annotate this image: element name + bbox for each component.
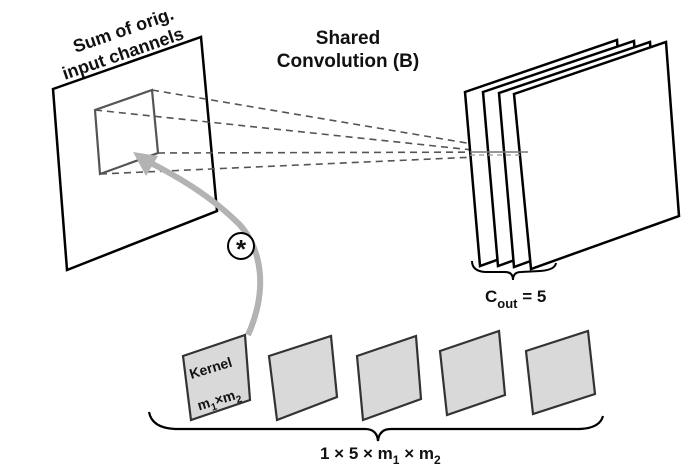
brace-sub1: 1 (393, 453, 400, 467)
title-line2: Convolution (B) (277, 51, 419, 72)
kernel-3 (355, 334, 423, 422)
kernel-dims-text: m1×m2 (195, 385, 244, 417)
brace-part1: 1 × 5 × m (320, 444, 393, 463)
arrow-head-icon (133, 152, 158, 176)
kernels (181, 329, 597, 422)
kernel-4 (438, 329, 507, 417)
kernel-2 (267, 334, 339, 422)
kernel-dims: m1×m2 (195, 385, 244, 417)
brace-sub2: 2 (434, 453, 441, 467)
cout-c: C (485, 287, 497, 306)
output-brace (471, 260, 557, 281)
projection-line (157, 151, 521, 154)
title-line1: Shared (316, 28, 380, 49)
sub2: 2 (235, 394, 244, 406)
projection-lines (94, 89, 521, 175)
output-plane-4 (512, 40, 681, 271)
projection-line (151, 89, 521, 153)
cout-sub: out (497, 296, 518, 311)
brace-part2: × m (399, 444, 434, 463)
output-count-label: Cout = 5 (485, 287, 546, 311)
convolution-operator-icon (227, 232, 255, 260)
sub1: 1 (210, 401, 219, 413)
kernel-brace (147, 411, 605, 442)
kernel-1 (181, 333, 252, 422)
kernel-5 (524, 329, 597, 416)
kernel-arrow (143, 157, 264, 337)
cout-rest: = 5 (518, 287, 547, 306)
m2: m (220, 387, 237, 406)
convolution-symbol: * (236, 234, 247, 264)
output-planes (463, 38, 681, 271)
receptive-field (93, 88, 160, 176)
projection-line (99, 154, 521, 175)
m1: m (195, 394, 212, 413)
kernel-brace-label: 1 × 5 × m1 × m2 (320, 444, 441, 467)
